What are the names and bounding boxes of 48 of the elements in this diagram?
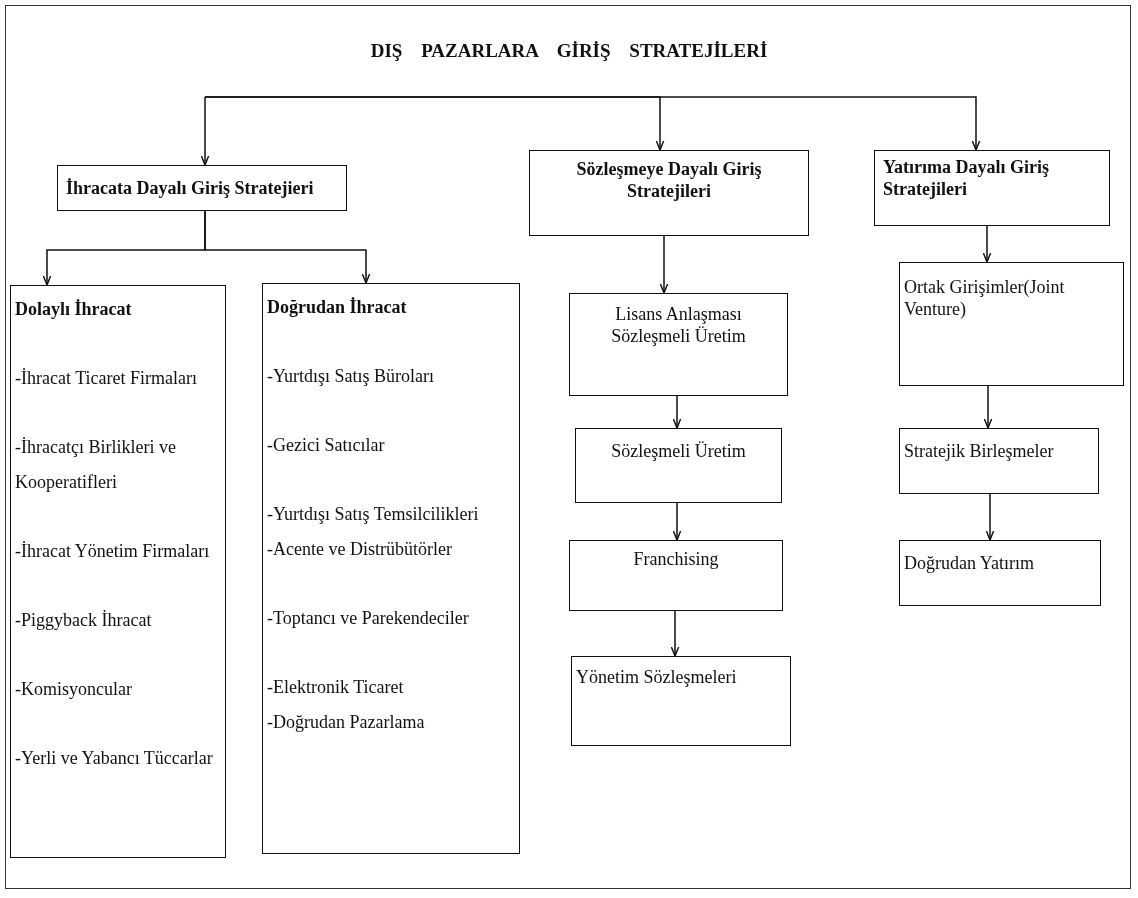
box-label: Yatırıma Dayalı Giriş Stratejileri — [883, 157, 1050, 201]
arrow — [985, 493, 995, 541]
text-box — [874, 150, 1110, 226]
text-box — [529, 150, 809, 236]
list-item: -Komisyoncular — [15, 678, 132, 701]
box-label: Franchising — [633, 549, 719, 571]
list-item: -Doğrudan Pazarlama — [267, 711, 425, 734]
list-item: -Gezici Satıcılar — [267, 434, 385, 457]
arrow — [672, 395, 682, 429]
list-item: -İhracat Ticaret Firmaları — [15, 367, 197, 390]
list-item: -Elektronik Ticaret — [267, 676, 404, 699]
diagram-title: DIŞ PAZARLARA GİRİŞ STRATEJİLERİ — [369, 40, 769, 62]
arrow — [672, 502, 682, 541]
arrow — [982, 225, 992, 263]
arrow — [204, 210, 371, 284]
text-box — [575, 428, 782, 503]
list-item: -Piggyback İhracat — [15, 609, 152, 632]
list-item: -Yurtdışı Satış Büroları — [267, 365, 434, 388]
list-item: -Yurtdışı Satış Temsilcilikleri — [267, 503, 479, 526]
arrow — [204, 96, 981, 151]
list-item: -Acente ve Distrübütörler — [267, 538, 452, 561]
list-item: -Toptancı ve Parekendeciler — [267, 607, 469, 630]
arrow — [670, 610, 680, 657]
box-label: İhracata Dayalı Giriş Stratejieri — [66, 178, 314, 200]
text-box — [10, 285, 226, 858]
arrow — [200, 96, 210, 166]
list-item: -İhracatçı Birlikleri ve Kooperatifleri — [15, 436, 177, 494]
text-box — [569, 293, 788, 396]
text-box — [569, 540, 783, 611]
text-box — [57, 165, 347, 211]
list-item: -Yerli ve Yabancı Tüccarlar — [15, 747, 213, 770]
text-box — [899, 540, 1101, 606]
box-label: Doğrudan Yatırım — [904, 553, 1034, 575]
box-heading: Dolaylı İhracat — [15, 298, 132, 321]
text-box — [899, 262, 1124, 386]
box-label: Lisans Anlaşması Sözleşmeli Üretim — [610, 304, 747, 348]
box-heading: Doğrudan İhracat — [267, 296, 407, 319]
list-item: -İhracat Yönetim Firmaları — [15, 540, 210, 563]
box-label: Sözleşmeye Dayalı Giriş Stratejileri — [575, 159, 763, 203]
arrow — [983, 385, 993, 429]
box-label: Yönetim Sözleşmeleri — [576, 667, 737, 689]
arrow — [659, 235, 669, 294]
box-label: Stratejik Birleşmeler — [904, 441, 1054, 463]
text-box — [571, 656, 791, 746]
box-label: Ortak Girişimler(Joint Venture) — [904, 277, 1066, 321]
text-box — [262, 283, 520, 854]
box-label: Sözleşmeli Üretim — [611, 441, 746, 463]
text-box — [899, 428, 1099, 494]
